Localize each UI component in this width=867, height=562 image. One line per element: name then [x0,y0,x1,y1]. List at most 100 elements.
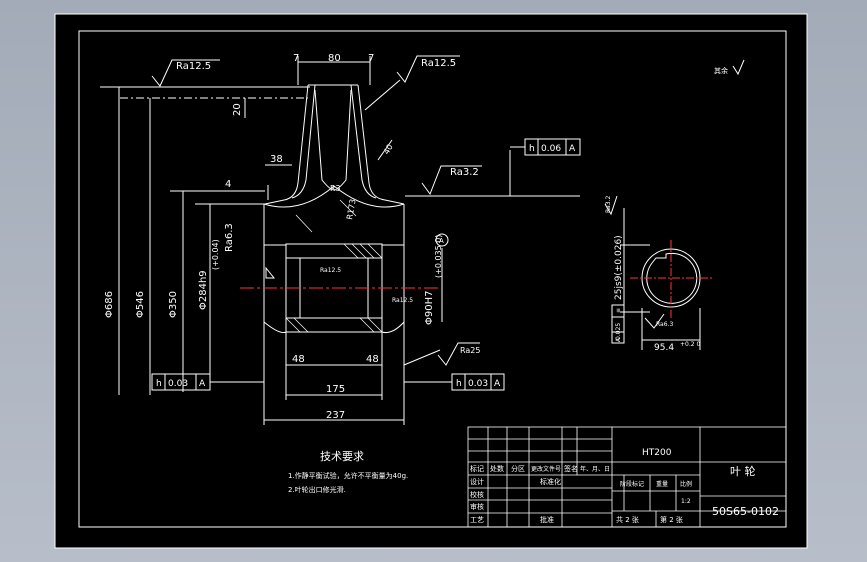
th-date: 年、月、日 [580,465,610,473]
dim-20: 20 [232,103,243,116]
th-count: 处数 [490,464,504,473]
ra-mid: Ra3.2 [450,167,479,178]
tol-top-symbol: h [529,144,535,154]
tolerance-frame-left [151,373,211,391]
tr-sheet-no: 第 2 张 [660,515,683,524]
leader-40 [377,139,393,161]
tol-left-symbol: h [156,379,162,389]
tol-right-value: 0.03 [468,379,488,389]
title-material: HT200 [642,448,672,458]
blade-left-inner [291,84,316,199]
dim-dia686: Φ686 [104,291,115,318]
key-tol-datum: A [615,337,622,342]
title-part-name: 叶 轮 [730,464,756,478]
tr-approve: 批准 [540,515,554,524]
tol-top-datum: A [569,144,576,154]
tol-right-symbol: h [456,379,462,389]
dim-dia546: Φ546 [135,291,146,318]
key-ra-top: Ra3.2 [605,196,612,213]
hub-right-bottom [381,321,405,333]
dim-48-right: 48 [366,354,379,365]
impeller-eye [314,89,352,191]
tolerance-texts: h 0.06 A h 0.03 A h 0.03 A A [156,144,576,389]
ra-top-right: Ra12.5 [421,58,456,69]
tr-design: 设计 [470,477,484,486]
th-zone: 分区 [511,464,525,473]
dim-237: 237 [326,410,345,421]
tr-weight: 重量 [656,480,668,488]
dim-r173: R173 [345,198,357,220]
tr-sheets-total: 共 2 张 [616,515,639,524]
roughness-symbol-general [732,59,745,76]
key-ra-bottom: Ra6.3 [656,321,673,328]
dim-48-left: 48 [292,354,305,365]
leader-ra25 [403,349,441,366]
dim-dia284: Φ284h9 [198,270,209,310]
tol-right-datum: A [494,379,501,389]
notes-title: 技术要求 [320,450,364,463]
title-block-texts: HT200 叶 轮 50S65-0102 标记 处数 分区 更改文件号 签名 年… [470,448,779,524]
bore-circle-keyway [646,252,698,304]
dim-4: 4 [225,179,231,190]
keyway-texts: 25js9(±0.026) 95.4 +0.2 0 Ra3.2 Ra6.3 0.… [605,196,700,353]
key-width-dim: 25js9(±0.026) [614,235,624,300]
notes-line-2: 2.叶轮出口修光滑. [288,485,346,494]
dim-bore-tol: (+0.035 0) [434,235,443,278]
dim-r3: R3 [330,184,341,193]
datum-a-circle [435,233,449,247]
key-depth-dim: 95.4 [654,343,674,353]
tr-std: 标准化 [540,477,561,486]
keyway-end-view [604,195,712,350]
dimension-texts: 7 80 7 20 38 4 40 R3 R173 48 48 175 237 … [104,53,443,421]
title-drawing-no: 50S65-0102 [712,505,779,518]
hub-left-bottom [263,321,287,333]
sheet-border [54,13,808,549]
roughness-symbol-hub-left [265,266,276,279]
keyway-roughness-symbol [604,195,618,216]
roughness-symbol-top-left [151,59,220,87]
th-mark: 标记 [470,464,484,473]
tr-scale: 1:2 [681,498,691,505]
tr-review: 审核 [470,502,484,511]
tr-check: 校核 [470,490,484,499]
tr-scale-label: 比例 [680,480,692,488]
tolerance-frames [151,138,581,391]
ra-hub-left: Ra6.3 [224,223,235,252]
key-depth-tol: +0.2 0 [680,341,700,348]
dim-40: 40 [382,143,395,156]
th-doc: 更改文件号 [531,465,561,473]
keyway-roughness-symbol-2 [644,313,665,329]
roughness-symbols [151,55,745,366]
tol-left-value: 0.03 [168,379,188,389]
key-tol-value: 0.025 [615,323,622,340]
ra-top-left: Ra12.5 [176,61,211,72]
ra-hub-small-2: Ra12.5 [392,297,413,304]
tr-process: 工艺 [470,516,484,524]
roughness-symbol-hub-bottom [437,342,480,366]
roughness-symbol-top-right [396,55,460,83]
tr-stage: 阶段标记 [620,480,644,488]
drawing-frame [78,30,787,528]
dim-fit-tol: (+0.04) [211,239,220,270]
dim-38: 38 [270,154,283,165]
keyway-tolerance-frame [611,304,625,344]
dim-7-right: 7 [368,53,374,64]
dim-175: 175 [326,384,345,395]
dim-80: 80 [328,53,341,64]
blade-left-outline [264,84,309,205]
dim-bore: Φ90H7 [424,291,435,325]
dim-dia350: Φ350 [168,291,179,318]
impeller-section-view [100,56,580,425]
key-tol-symbol: ≡ [615,308,622,313]
technical-notes: 技术要求 1.作静平衡试验，允许不平衡量为40g. 2.叶轮出口修光滑. [288,450,408,494]
tol-left-datum: A [199,379,206,389]
notes-line-1: 1.作静平衡试验，允许不平衡量为40g. [288,471,408,480]
tolerance-frame-right [451,373,505,391]
datum-a-label: A [439,237,444,245]
ra-hub-bottom: Ra25 [460,346,480,355]
blade-right-outline [357,84,405,205]
dim-7-left: 7 [293,53,299,64]
leader-ra-top-right [364,79,401,111]
